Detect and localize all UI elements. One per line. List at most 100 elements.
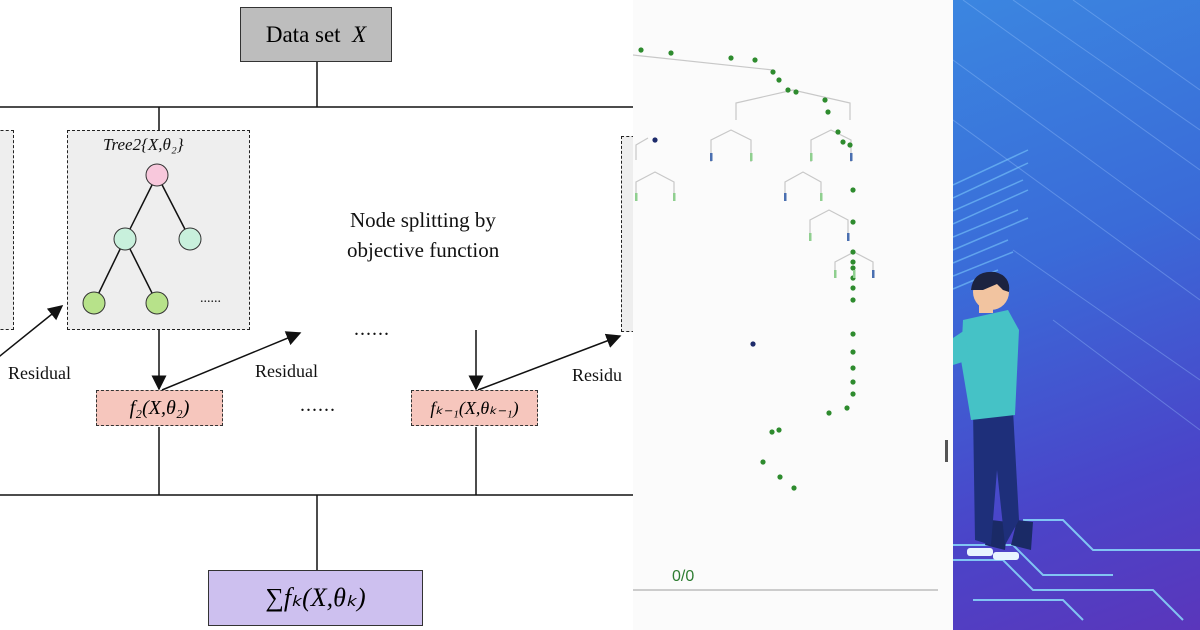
tree-leaf-node [145, 291, 169, 315]
tree-edge [124, 174, 158, 240]
fk1-label: fₖ₋₁(X,θₖ₋₁) [430, 397, 519, 418]
leaf-marker [872, 270, 875, 278]
dataset-label: Data set [265, 21, 341, 47]
animation-dot [826, 410, 832, 416]
tree2-ellipsis: ...... [200, 291, 221, 306]
tree2-label: Tree2{X,θ₂} [103, 135, 184, 154]
animation-dot [825, 109, 831, 115]
diagram-connectors [0, 62, 633, 570]
person-figure [953, 271, 1033, 560]
tree-animation-frame: 0/0 [633, 0, 953, 630]
animation-dot [668, 50, 674, 56]
animation-dot [752, 57, 758, 63]
animation-dot [844, 405, 850, 411]
dataset-box: Data set X [240, 7, 392, 62]
animation-dot [850, 349, 856, 355]
tree1-box-partial [0, 130, 14, 330]
f2-box: f₂(X,θ₂) [96, 390, 223, 426]
leaf-marker [635, 193, 638, 201]
dataset-variable: X [352, 21, 367, 47]
animation-dot [770, 69, 776, 75]
residual-arrow-left [0, 305, 64, 357]
animation-dot [850, 259, 856, 265]
animation-dot [785, 87, 791, 93]
highlight-dot [652, 137, 658, 143]
animation-dot [850, 219, 856, 225]
animation-dot [760, 459, 766, 465]
leaf-marker [673, 193, 676, 201]
background-lines [953, 0, 1200, 431]
tree-branch [635, 137, 649, 160]
tree-leaf-node [178, 227, 202, 251]
tree-branch [735, 89, 851, 120]
tree-edge [124, 238, 158, 304]
tree-branch [633, 54, 774, 71]
boosting-diagram: Data set X Tree2{X,θ₂} ...... Node split… [0, 7, 633, 626]
animation-dot [850, 187, 856, 193]
animation-dot [822, 97, 828, 103]
circuit-traces [953, 519, 1200, 621]
leaf-marker [847, 233, 850, 241]
leaf-marker [820, 193, 823, 201]
residual-arrow-middle [161, 331, 302, 391]
tree-branch [710, 129, 752, 162]
animation-dot [850, 285, 856, 291]
dots-upper: ...... [354, 318, 390, 340]
leaf-marker [834, 270, 837, 278]
animation-dot [638, 47, 644, 53]
tree-branch [809, 209, 849, 240]
animation-dot [776, 77, 782, 83]
animation-dot [776, 427, 782, 433]
progress-counter: 0/0 [672, 568, 695, 585]
leaf-marker [750, 153, 753, 161]
animation-dot [793, 89, 799, 95]
treek-box-partial [621, 136, 633, 332]
leaf-marker [784, 193, 787, 201]
animation-dot [847, 142, 853, 148]
tree-edge [156, 174, 191, 240]
residual-label-left: Residual [8, 363, 71, 383]
animation-dot [835, 129, 841, 135]
fk1-box: fₖ₋₁(X,θₖ₋₁) [411, 390, 538, 426]
dots-lower: ...... [300, 394, 336, 416]
data-streaks [953, 149, 1029, 290]
highlight-dot [750, 341, 756, 347]
animation-dot [850, 379, 856, 385]
animation-dot [777, 474, 783, 480]
sum-box: ∑fₖ(X,θₖ) [208, 570, 423, 626]
tree-root-node [145, 163, 169, 187]
tree-branch [784, 171, 822, 200]
residual-label-right: Residu [572, 365, 623, 385]
tree-branch [810, 129, 852, 162]
leaf-marker [853, 270, 856, 278]
leaf-marker [850, 153, 853, 161]
animation-dot [850, 265, 856, 271]
animation-dot [840, 139, 846, 145]
animation-dot [850, 365, 856, 371]
tree2-box: Tree2{X,θ₂} ...... [67, 130, 250, 330]
illustration-art [953, 0, 1200, 621]
f2-label: f₂(X,θ₂) [129, 396, 190, 419]
animation-dot [850, 297, 856, 303]
leaf-marker [810, 153, 813, 161]
tree-animation-canvas [633, 47, 938, 591]
animation-dot [769, 429, 775, 435]
node-splitting-line1: Node splitting by [350, 208, 496, 232]
animation-dot [791, 485, 797, 491]
tree-internal-node [113, 227, 137, 251]
animation-dot [850, 331, 856, 337]
residual-arrow-right [477, 333, 622, 391]
animation-dot [850, 249, 856, 255]
node-splitting-line2: objective function [347, 238, 500, 262]
animation-dot [728, 55, 734, 61]
animation-dot [850, 391, 856, 397]
sum-label: ∑fₖ(X,θₖ) [265, 583, 366, 612]
resize-handle[interactable] [945, 440, 948, 462]
residual-label-middle: Residual [255, 361, 318, 381]
leaf-marker [809, 233, 812, 241]
tree2-graph [82, 163, 202, 315]
tree-leaf-node [82, 291, 106, 315]
tree-branches [633, 54, 874, 278]
tree-edge [93, 238, 126, 304]
tree-branch [635, 171, 675, 200]
